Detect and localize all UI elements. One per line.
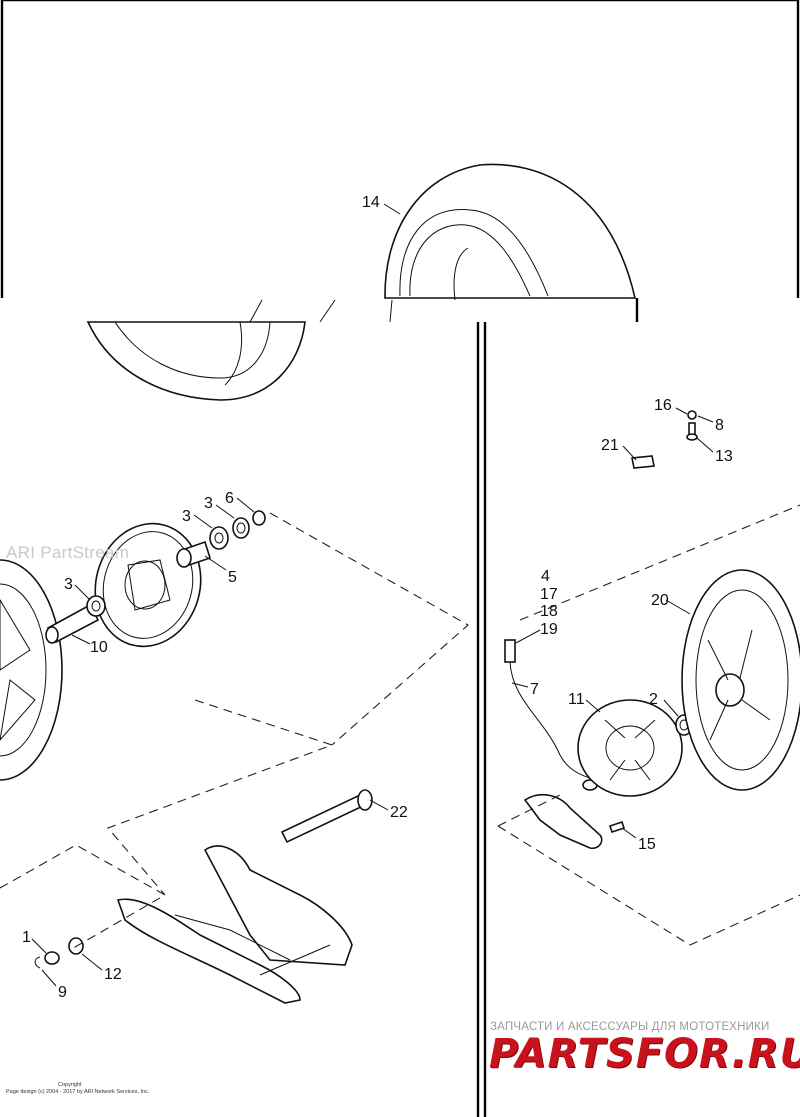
callout-11[interactable]: 11 xyxy=(568,691,585,708)
callout-12[interactable]: 12 xyxy=(104,966,122,983)
caliper-bracket[interactable] xyxy=(523,793,603,850)
brake-rotor-part-11[interactable] xyxy=(577,699,683,797)
bearing-part-3-lower[interactable] xyxy=(86,595,106,617)
rear-wheel-left[interactable] xyxy=(0,559,63,781)
tire-lower-arc xyxy=(86,299,393,401)
leader-lines xyxy=(31,203,714,987)
callout-21[interactable]: 21 xyxy=(601,437,619,454)
nut-part-1[interactable] xyxy=(44,951,60,965)
assembly-dashed-lines xyxy=(0,504,800,951)
copyright-note: Copyright Page design (c) 2004 - 2017 by… xyxy=(6,1082,166,1096)
swingarm[interactable] xyxy=(116,845,353,1004)
callout-9[interactable]: 9 xyxy=(58,984,67,1001)
callout-16[interactable]: 16 xyxy=(654,397,672,414)
axle-spacer-part-10[interactable] xyxy=(45,603,100,644)
copyright-line-2: Page design (c) 2004 - 2017 by ARI Netwo… xyxy=(6,1089,150,1095)
callout-13[interactable]: 13 xyxy=(715,448,733,465)
callout-3-lower[interactable]: 3 xyxy=(64,576,73,593)
clip-part-9[interactable] xyxy=(34,956,41,969)
copyright-line-1: Copyright xyxy=(58,1082,82,1088)
callout-5[interactable]: 5 xyxy=(228,569,237,586)
abs-sensor-part-7[interactable] xyxy=(504,639,598,791)
callout-8[interactable]: 8 xyxy=(715,417,724,434)
bearing-part-3-upper[interactable] xyxy=(232,517,250,539)
callout-14[interactable]: 14 xyxy=(362,194,380,211)
callout-3-mid[interactable]: 3 xyxy=(182,508,191,525)
bolt-part-15[interactable] xyxy=(608,820,626,834)
callout-18[interactable]: 18 xyxy=(540,603,558,620)
callout-20[interactable]: 20 xyxy=(651,592,669,609)
spacer-part-5[interactable] xyxy=(176,540,211,568)
callout-17[interactable]: 17 xyxy=(540,586,558,603)
callout-2[interactable]: 2 xyxy=(649,691,658,708)
callout-15[interactable]: 15 xyxy=(638,836,656,853)
callout-1[interactable]: 1 xyxy=(22,929,31,946)
axle-part-22[interactable] xyxy=(280,789,373,844)
bearing-part-3-mid[interactable] xyxy=(209,526,229,550)
callout-labels: 14 3 3 6 5 3 10 22 1 12 9 16 8 21 13 4 1… xyxy=(22,194,733,1001)
callout-7[interactable]: 7 xyxy=(530,681,539,698)
ari-watermark: ARI PartStream xyxy=(6,543,130,562)
rear-wheel-part-20[interactable] xyxy=(681,569,800,791)
callout-4[interactable]: 4 xyxy=(541,568,550,585)
callout-6[interactable]: 6 xyxy=(225,490,234,507)
callout-3-upper[interactable]: 3 xyxy=(204,495,213,512)
drive-pulley[interactable] xyxy=(82,512,215,659)
brand-logo[interactable]: PARTSFOR.RU xyxy=(489,1031,800,1077)
callout-22[interactable]: 22 xyxy=(390,804,408,821)
callout-19[interactable]: 19 xyxy=(540,621,558,638)
brand-tagline: ЗАПЧАСТИ И АКСЕССУАРЫ ДЛЯ МОТОТЕХНИКИ xyxy=(490,1021,770,1033)
balance-weight-part-21[interactable] xyxy=(631,455,655,469)
seal-part-6[interactable] xyxy=(252,510,266,526)
valve-stem-part-13[interactable] xyxy=(686,410,698,441)
callout-10[interactable]: 10 xyxy=(90,639,108,656)
tire-part-14[interactable] xyxy=(384,163,639,322)
